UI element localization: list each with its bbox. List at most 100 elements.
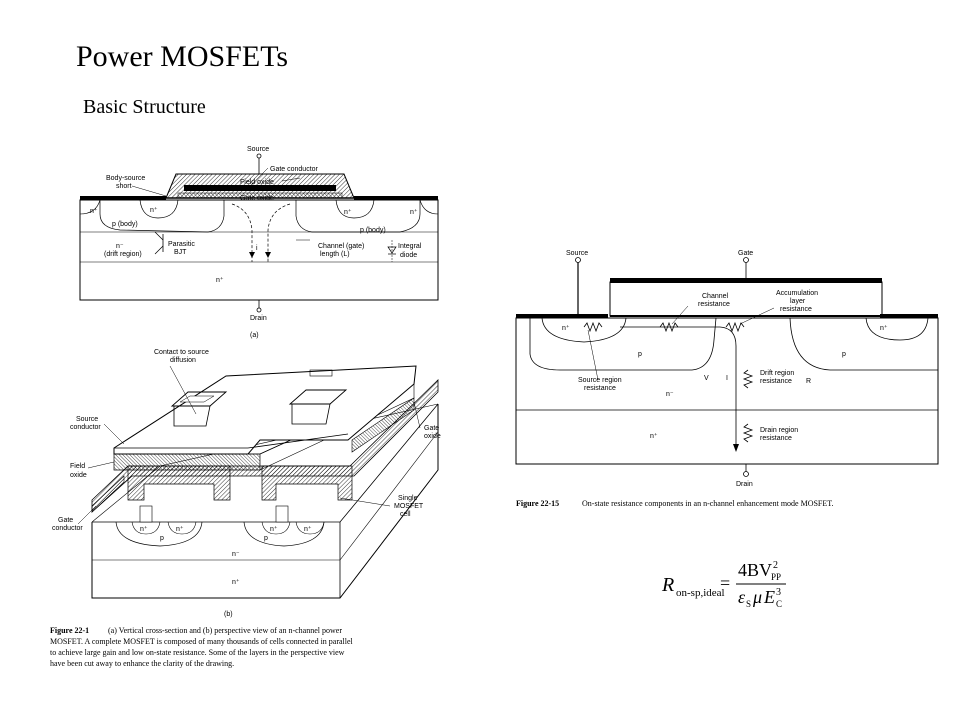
eq-num-sup: 2 (773, 560, 778, 571)
fig-a-gate-conductor-label: Gate conductor (270, 166, 319, 173)
fig-c-drift-label-1: Drift region (760, 370, 794, 377)
fig-b-nplus-sub: n⁺ (232, 578, 240, 586)
eq-den-e: E (763, 587, 775, 607)
fig-c-nplus-right: n⁺ (880, 324, 888, 332)
fig-c-drift-label-2: resistance (760, 378, 792, 385)
fig-a-nplus-1: n⁺ (90, 207, 98, 215)
fig-b-field-oxide-label-1: Field (70, 463, 85, 470)
fig-b-field-oxide-label-2: oxide (70, 472, 87, 479)
fig-b-single-label-1: Single (398, 495, 418, 502)
fig-c-p-left: p (638, 351, 642, 358)
fig-a-nplus-3: n⁺ (344, 208, 352, 216)
fig-b-nplus-1: n⁺ (140, 525, 148, 533)
figure-b-perspective: Contact to source diffusion Source condu… (52, 349, 441, 618)
fig-c-drain-label: Drain (736, 481, 753, 488)
caption-a-line1: (a) Vertical cross-section and (b) persp… (108, 626, 342, 635)
fig-c-substrate (515, 317, 939, 465)
fig-a-drift-label: (drift region) (104, 251, 142, 258)
fig-a-p-well-left (99, 200, 225, 233)
fig-a-channel-label-1: Channel (gate) (318, 243, 364, 250)
eq-den-eps: ε (738, 587, 746, 607)
eq-num-sub: PP (771, 572, 781, 582)
fig-c-id-label: I (726, 375, 728, 382)
fig-c-nsub: n⁺ (650, 432, 658, 440)
fig-c-nminus: n⁻ (666, 391, 674, 398)
fig-b-single-label-2: MOSFET (394, 503, 424, 510)
caption-b-label: Figure 22-15 (516, 499, 559, 508)
fig-a-body-source-label-1: Body-source (106, 175, 145, 182)
fig-c-accum-label-2: layer (790, 298, 806, 305)
fig-a-nplus-4: n⁺ (410, 208, 418, 216)
fig-a-drain-label: Drain (250, 315, 267, 322)
fig-b-gate-oxide-label-2: oxide (424, 433, 441, 440)
eq-lhs: R (661, 574, 674, 596)
caption-figure-22-1: Figure 22-1 (a) Vertical cross-section a… (50, 626, 354, 668)
fig-b-gate-oxide-label-1: Gate (424, 425, 439, 432)
figure-22-15: Source Gate Channel resistance Accumulat… (515, 250, 939, 488)
fig-a-pbody-left: p (body) (112, 221, 138, 228)
caption-b-text: On-state resistance components in an n-c… (582, 499, 834, 508)
eq-num: 4BV (738, 560, 772, 580)
fig-a-integral-label-1: Integral (398, 243, 422, 250)
fig-a-id-label: i (256, 245, 258, 252)
fig-b-source-cond-label-1: Source (76, 416, 98, 423)
eq-den-e-sup: 3 (776, 587, 781, 598)
equation-ron: R on-sp,ideal = 4BV 2 PP ε S μ E 3 C (661, 560, 786, 609)
eq-equals: = (720, 573, 730, 593)
eq-lhs-sub: on-sp,ideal (676, 587, 725, 599)
fig-c-channel-label-1: Channel (702, 293, 729, 300)
fig-a-nplus-2: n⁺ (150, 206, 158, 214)
fig-b-source-cond-label-2: conductor (70, 424, 101, 431)
fig-c-nplus-left: n⁺ (562, 324, 570, 332)
fig-c-gate (609, 281, 883, 317)
fig-a-substrate (79, 199, 439, 301)
caption-a-line3: to achieve large gain and low on-state r… (50, 648, 345, 657)
fig-b-gate-cond-label-2: conductor (52, 525, 83, 532)
fig-a-p-well-right (295, 200, 421, 233)
eq-den-e-sub: C (776, 599, 782, 609)
fig-b-contact-label-2: diffusion (170, 357, 196, 364)
fig-a-source-label: Source (247, 146, 269, 153)
fig-c-accum-label-1: Accumulation (776, 290, 818, 297)
fig-c-gate-label: Gate (738, 250, 753, 257)
fig-c-vd-label: V (704, 375, 709, 382)
fig-b-nplus-3: n⁺ (270, 525, 278, 533)
caption-a-line2: MOSFET. A complete MOSFET is composed of… (50, 637, 354, 646)
caption-a-line4: have been cut away to enhance the clarit… (50, 659, 234, 668)
fig-b-source-conductor (113, 365, 417, 455)
fig-a-sub-label: (a) (250, 332, 259, 339)
fig-b-nplus-2: n⁺ (176, 525, 184, 533)
fig-b-nplus-4: n⁺ (304, 525, 312, 533)
fig-a-integral-label-2: diode (400, 252, 417, 259)
fig-a-channel-label-2: length (L) (320, 251, 350, 258)
page-title: Power MOSFETs (76, 40, 289, 73)
eq-den-mu: μ (752, 587, 762, 607)
fig-a-pbody-right: p (body) (360, 227, 386, 234)
fig-c-source-reg-label-2: resistance (584, 385, 616, 392)
fig-a-gate-conductor (184, 185, 336, 191)
fig-b-sub-label: (b) (224, 611, 233, 618)
page-subtitle: Basic Structure (83, 96, 206, 118)
fig-a-parasitic-label-2: BJT (174, 249, 187, 256)
fig-b-contact-label-1: Contact to source (154, 349, 209, 356)
fig-a-body-source-label-2: short (116, 183, 132, 190)
fig-a-nplus-sub: n⁺ (216, 276, 224, 284)
fig-a-parasitic-label-1: Parasitic (168, 241, 195, 248)
fig-c-channel-label-2: resistance (698, 301, 730, 308)
caption-figure-22-15: Figure 22-15 On-state resistance compone… (516, 499, 834, 508)
fig-c-drain-reg-label-2: resistance (760, 435, 792, 442)
fig-c-accum-label-3: resistance (780, 306, 812, 313)
fig-c-p-right: p (842, 351, 846, 358)
fig-c-source-reg-label-1: Source region (578, 377, 622, 384)
fig-b-p-2: p (264, 535, 268, 542)
fig-c-drain-reg-label-1: Drain region (760, 427, 798, 434)
fig-c-rd-label: R (806, 378, 811, 385)
eq-den-eps-sub: S (746, 599, 751, 609)
fig-b-nminus: n⁻ (232, 551, 240, 558)
caption-a-label: Figure 22-1 (50, 626, 89, 635)
fig-b-p-1: p (160, 535, 164, 542)
figure-a-cross-section: Source Gate conductor Field oxide Gate o… (79, 146, 439, 339)
fig-a-gate-oxide-label: Gate oxide (240, 195, 274, 202)
fig-b-gate-cond-label-1: Gate (58, 517, 73, 524)
fig-b-single-label-3: cell (400, 511, 411, 518)
